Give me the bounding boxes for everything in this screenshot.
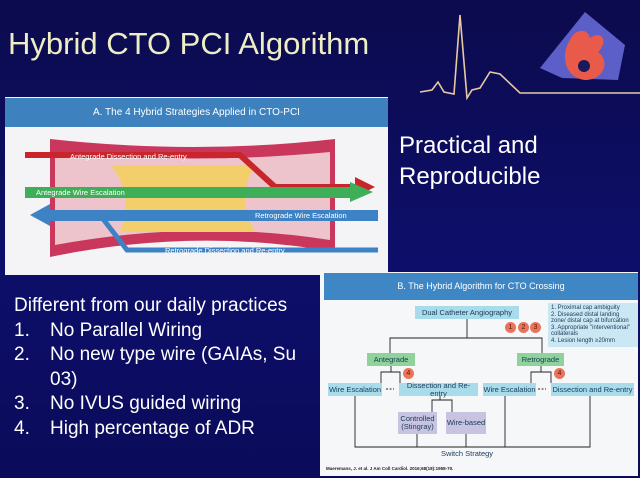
panel-b-header: B. The Hybrid Algorithm for CTO Crossing — [324, 273, 638, 300]
list-item: 3.No IVUS guided wiring — [14, 393, 242, 414]
antegrade-wire-escalation-node: Wire Escalation — [328, 383, 382, 396]
dual-angiography-node: Dual Catheter Angiography — [415, 306, 519, 319]
antegrade-dissection-node: Dissection and Re-entry — [399, 381, 478, 397]
criterion-badge: 3 — [530, 322, 541, 333]
wire-based-node: Wire-based — [446, 412, 486, 434]
criterion-badge: 4 — [403, 368, 414, 379]
note-line: 2. Diseased distal landing zone/ distal … — [551, 311, 629, 325]
list-item: 2.No new type wire (GAIAs, Su — [14, 344, 297, 365]
label-antegrade-dissection: Antegrade Dissection and Re-entry — [70, 152, 187, 161]
panel-a-figure: A. The 4 Hybrid Strategies Applied in CT… — [5, 97, 388, 275]
arrow-retrograde-dissection — [98, 213, 378, 253]
list-item: 4.High percentage of ADR — [14, 417, 255, 439]
citation: Maeremans, J. et al. J Am Coll Cardiol. … — [326, 466, 454, 471]
switch-strategy-label: Switch Strategy — [437, 449, 497, 459]
antegrade-node: Antegrade — [367, 353, 415, 366]
list-item: 03) — [50, 368, 78, 390]
criterion-badge: 1 — [505, 322, 516, 333]
practical-line: Reproducible — [399, 163, 541, 190]
list-heading: Different from our daily practices — [14, 295, 288, 316]
label-retrograde-dissection: Retrograde Dissection and Re-entry — [165, 246, 285, 255]
retrograde-node: Retrograde — [517, 353, 564, 366]
label-antegrade-wire: Antegrade Wire Escalation — [36, 188, 125, 197]
note-line: 4. Lesion length ≥20mm — [551, 337, 615, 344]
retrograde-wire-escalation-node: Wire Escalation — [483, 383, 536, 396]
list-item: 1.No Parallel Wiring — [14, 319, 203, 341]
label-retrograde-wire: Retrograde Wire Escalation — [255, 211, 347, 220]
criteria-note: 1. Proximal cap ambiguity 2. Diseased di… — [548, 303, 638, 347]
differences-list: Different from our daily practices 1.No … — [14, 294, 296, 441]
ecg-line-icon — [420, 14, 640, 100]
note-line: 3. Appropriate "interventional" collater… — [551, 324, 630, 338]
retrograde-dissection-node: Dissection and Re-entry — [551, 383, 634, 396]
ecg-logo — [420, 12, 640, 100]
practical-text: Practical and Reproducible — [399, 130, 540, 192]
arrow-antegrade-wire — [25, 187, 355, 198]
practical-line: Practical and — [399, 132, 538, 159]
panel-a-header: A. The 4 Hybrid Strategies Applied in CT… — [5, 98, 388, 127]
slide-title: Hybrid CTO PCI Algorithm — [8, 26, 370, 61]
controlled-stingray-node: Controlled (Stingray) — [398, 412, 437, 434]
criterion-badge: 4 — [554, 368, 565, 379]
arrow-retrograde-wire — [45, 210, 378, 221]
criterion-badge: 2 — [518, 322, 529, 333]
note-line: 1. Proximal cap ambiguity — [551, 305, 620, 311]
